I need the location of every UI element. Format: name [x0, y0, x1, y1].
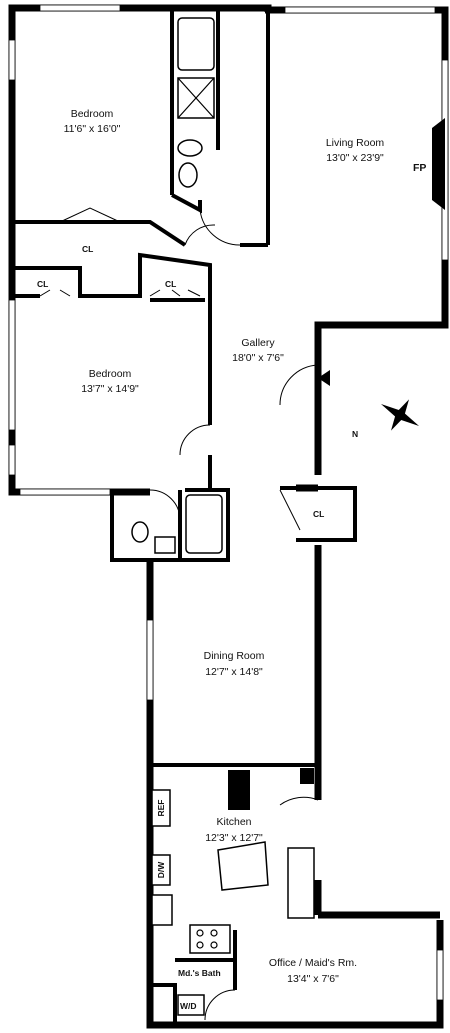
compass-north-label: N	[352, 429, 358, 439]
gallery-dims: 18'0" x 7'6"	[232, 352, 284, 364]
toilet-2-icon	[131, 521, 149, 543]
washer-dryer-label: W/D	[180, 1001, 197, 1011]
kitchen-name: Kitchen	[216, 816, 251, 828]
sink-icon	[177, 139, 203, 157]
bedroom2-name: Bedroom	[89, 368, 132, 380]
bedroom2-dims: 13'7" x 14'9"	[81, 383, 139, 395]
bathtub-2-icon	[185, 494, 223, 554]
living-room-dims: 13'0" x 23'9"	[326, 152, 384, 164]
bedroom1-dims: 11'6" x 16'0"	[64, 123, 121, 135]
stove-icon	[189, 924, 231, 954]
island-icon	[217, 841, 269, 891]
dw-label: D/W	[156, 861, 166, 879]
kitchen-sink-icon	[151, 894, 173, 926]
fireplace-label: FP	[413, 162, 426, 174]
dining-room-name: Dining Room	[204, 650, 265, 662]
closet-left-label: CL	[37, 279, 48, 289]
cabinet-icon	[228, 770, 250, 810]
sink-2-icon	[154, 536, 176, 554]
fireplace-icon	[432, 118, 445, 210]
washer-dryer-icon	[177, 994, 205, 1016]
counter-icon	[287, 847, 315, 919]
doors	[39, 207, 319, 1021]
kitchen-dims: 12'3" x 12'7"	[205, 832, 263, 844]
office-dims: 13'4" x 7'6"	[287, 973, 339, 985]
interior-walls	[14, 10, 357, 1025]
dishwasher-icon	[151, 854, 171, 886]
dining-room-dims: 12'7" x 14'8"	[205, 666, 263, 678]
office-name: Office / Maid's Rm.	[269, 957, 357, 969]
toilet-icon	[178, 162, 198, 188]
closet-mid-label: CL	[165, 279, 176, 289]
closet-top-label: CL	[82, 244, 93, 254]
bathtub-icon	[177, 17, 215, 71]
kitchen-appliances	[151, 768, 315, 1016]
closet-gallery-label: CL	[313, 509, 324, 519]
ref-label: REF	[156, 800, 166, 817]
gallery-name: Gallery	[241, 337, 275, 349]
bath-fixtures	[131, 17, 223, 554]
entry-arrow-icon	[318, 370, 330, 386]
bedroom1-name: Bedroom	[71, 108, 114, 120]
maids-bath-label: Md.'s Bath	[178, 968, 221, 978]
refrigerator-icon	[151, 789, 171, 827]
compass-icon	[380, 399, 420, 431]
living-room-name: Living Room	[326, 137, 385, 149]
